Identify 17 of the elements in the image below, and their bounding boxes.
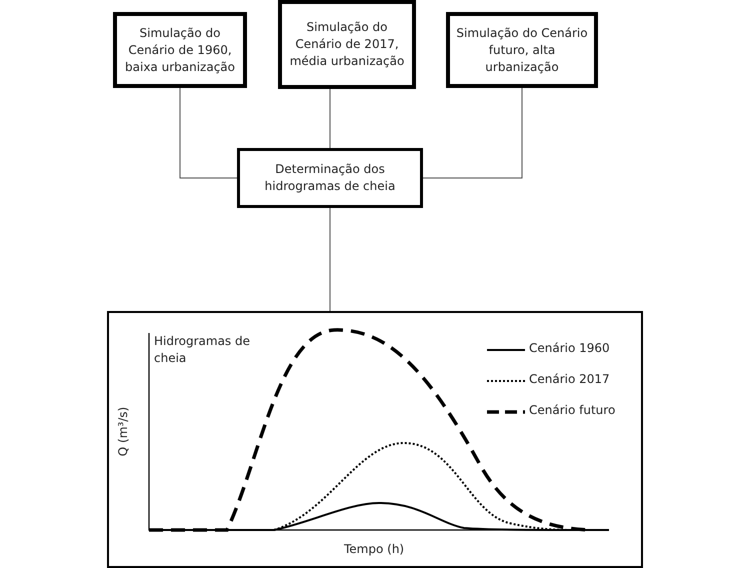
process-box bbox=[113, 12, 247, 88]
chart-panel bbox=[107, 311, 643, 568]
legend-label: Cenário 2017 bbox=[529, 371, 610, 388]
connector-line bbox=[422, 88, 522, 178]
process-box bbox=[278, 0, 416, 89]
connector-line bbox=[180, 88, 238, 178]
box-text: Determinação dos hidrogramas de cheia bbox=[264, 161, 396, 195]
legend-label: Cenário futuro bbox=[529, 402, 616, 419]
box-text: Simulação do Cenário de 2017, média urbanização bbox=[288, 19, 406, 70]
chart-title: Hidrogramas de cheia bbox=[154, 333, 251, 367]
box-text: Simulação do Cenário futuro, alta urbanização bbox=[455, 24, 589, 76]
process-box bbox=[237, 148, 423, 208]
axis-label: Q (m³/s) bbox=[115, 406, 132, 456]
axis-label: Tempo (h) bbox=[344, 541, 404, 558]
box-text: Simulação do Cenário de 1960, baixa urbanização bbox=[124, 24, 236, 76]
process-box bbox=[446, 12, 598, 88]
legend-label: Cenário 1960 bbox=[529, 340, 610, 357]
